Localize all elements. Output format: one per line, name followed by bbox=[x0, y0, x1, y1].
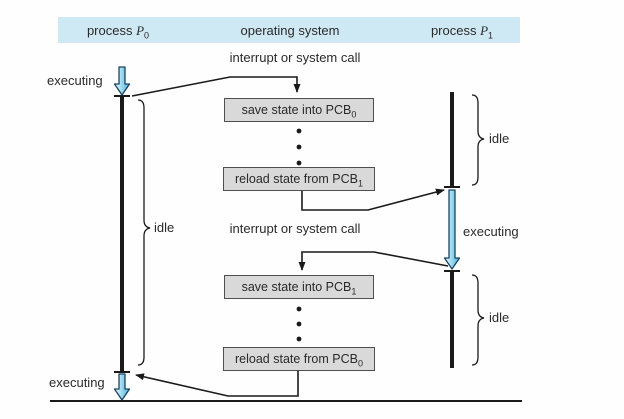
save-state-pcb0-box: save state into PCB0 bbox=[224, 98, 374, 122]
header-process-p0: process P0 bbox=[86, 23, 150, 41]
connector-reload-pcb1-to-p1 bbox=[301, 188, 445, 211]
interrupt-label-top: interrupt or system call bbox=[229, 50, 361, 65]
p0-executing-label-bottom: executing bbox=[49, 375, 105, 390]
ellipsis-dots-top bbox=[296, 128, 302, 166]
connector-p1-to-save-pcb1 bbox=[298, 251, 449, 271]
ellipsis-dots-bottom bbox=[296, 306, 302, 342]
p1-idle-label-bottom: idle bbox=[489, 310, 510, 325]
header-operating-system: operating system bbox=[240, 23, 340, 38]
p1-executing-label: executing bbox=[463, 224, 519, 239]
p0-executing-label-top: executing bbox=[47, 73, 103, 88]
header-process-p1: process P1 bbox=[430, 23, 494, 41]
reload-state-pcb1-box: reload state from PCB1 bbox=[223, 167, 375, 191]
executing-arrow-p0-top bbox=[113, 66, 131, 96]
reload-state-pcb0-box: reload state from PCB0 bbox=[223, 347, 375, 371]
p1-idle-label-top: idle bbox=[489, 131, 510, 146]
connector-reload-pcb0-to-p0 bbox=[135, 371, 299, 397]
process-p1-timeline bbox=[444, 92, 460, 368]
interrupt-label-bottom: interrupt or system call bbox=[229, 221, 361, 236]
process-p0-timeline bbox=[114, 95, 130, 373]
idle-brace-p0 bbox=[137, 99, 151, 366]
column-header-bar: process P0 operating system process P1 bbox=[58, 17, 520, 43]
connector-p0-to-save-pcb0 bbox=[131, 76, 301, 97]
executing-arrow-p0-bottom bbox=[113, 373, 131, 401]
idle-brace-p1-bottom bbox=[471, 274, 485, 366]
executing-arrow-p1 bbox=[443, 189, 461, 270]
idle-brace-p1-top bbox=[471, 94, 485, 186]
save-state-pcb1-box: save state into PCB1 bbox=[224, 275, 374, 299]
p0-idle-label: idle bbox=[154, 220, 175, 235]
